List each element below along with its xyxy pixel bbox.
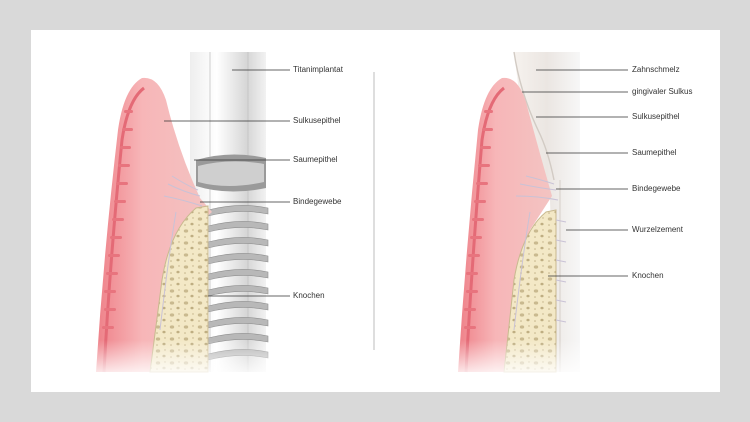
label-zahnschmelz: Zahnschmelz <box>632 65 680 74</box>
label-sulkusepithel-left: Sulkusepithel <box>293 116 341 125</box>
tooth-crown-root <box>514 52 580 372</box>
label-gingivaler-sulkus: gingivaler Sulkus <box>632 87 693 96</box>
label-saumepithel-left: Saumepithel <box>293 155 338 164</box>
left-gingiva <box>96 77 212 372</box>
left-bone <box>149 205 209 373</box>
label-sulkusepithel-right: Sulkusepithel <box>632 112 680 121</box>
label-knochen-right: Knochen <box>632 271 664 280</box>
label-saumepithel-right: Saumepithel <box>632 148 677 157</box>
label-bindegewebe-right: Bindegewebe <box>632 184 681 193</box>
label-bindegewebe-left: Bindegewebe <box>293 197 342 206</box>
label-wurzelzement: Wurzelzement <box>632 225 683 234</box>
right-bone <box>503 209 557 373</box>
right-illustration <box>420 51 680 380</box>
right-fibers <box>513 175 567 331</box>
right-leader-lines <box>522 69 628 277</box>
label-titanimplantat: Titanimplantat <box>293 65 343 74</box>
label-knochen-left: Knochen <box>293 291 325 300</box>
left-fibers <box>159 175 203 331</box>
left-leader-lines <box>164 69 290 297</box>
left-illustration <box>60 52 320 380</box>
right-rete-ridges <box>464 110 493 329</box>
left-rete-ridges <box>102 110 133 329</box>
